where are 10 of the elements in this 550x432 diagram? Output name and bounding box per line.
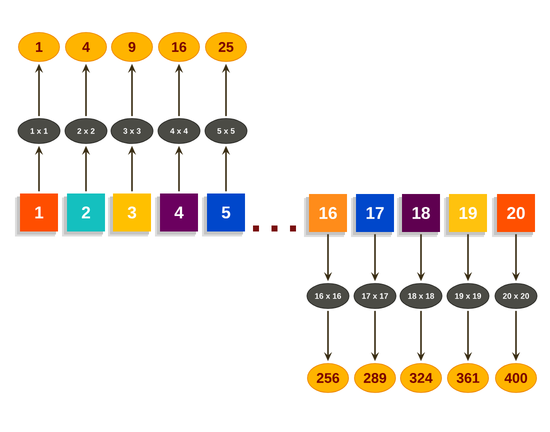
number-square: 5 — [202, 194, 245, 236]
number-square: 2 — [62, 194, 105, 236]
number-square: 1 — [15, 194, 58, 236]
number-square: 3 — [108, 194, 151, 236]
number-square: 17 — [351, 194, 394, 237]
number-square: 20 — [492, 194, 535, 237]
number-square: 18 — [397, 194, 440, 237]
number-square: 16 — [304, 194, 347, 237]
number-square: 19 — [444, 194, 487, 237]
number-square: 4 — [155, 194, 198, 236]
